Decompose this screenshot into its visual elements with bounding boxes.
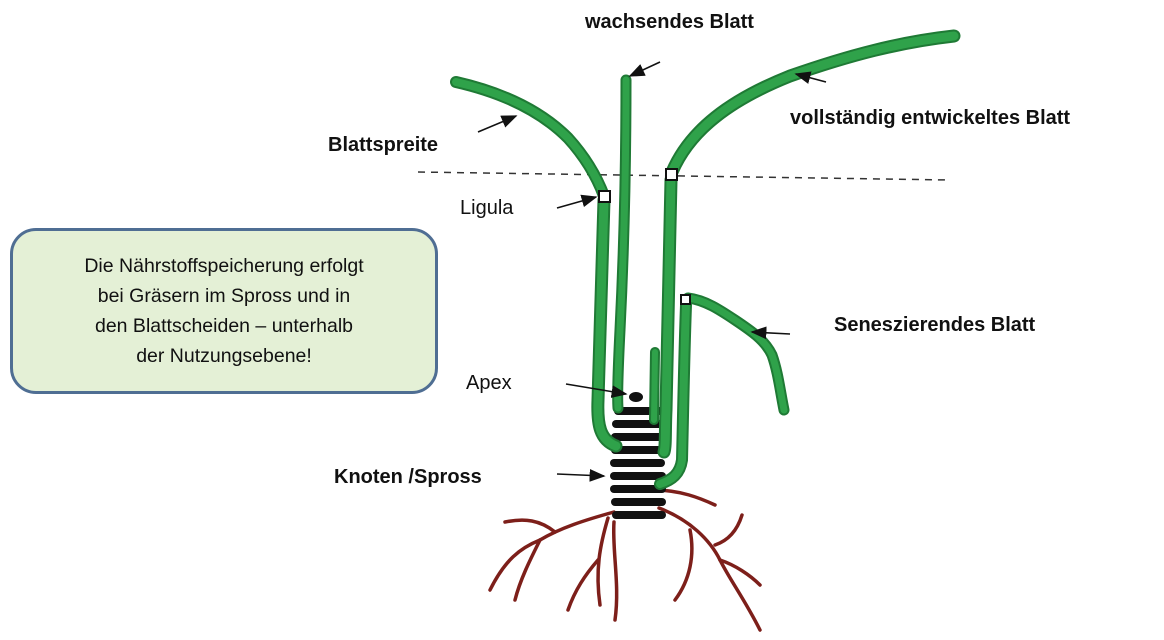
label-apex: Apex [466,373,512,393]
arrow-ligule [557,197,596,208]
ligule-marker-senescent [681,295,690,304]
label-blade: Blattspreite [328,135,438,155]
label-growing-leaf: wachsendes Blatt [585,12,754,32]
leaves [456,36,954,484]
note-line: den Blattscheiden – unterhalb [95,311,353,341]
label-ligule: Ligula [460,198,513,218]
nutrient-storage-note: Die Nährstoffspeicherung erfolgt bei Grä… [10,228,438,394]
apex-dot [629,392,643,402]
note-line: bei Gräsern im Spross und in [98,281,351,311]
note-line: Die Nährstoffspeicherung erfolgt [84,251,363,281]
arrow-nodes [557,474,604,476]
note-line: der Nutzungsebene! [136,341,312,371]
node-stack [610,407,666,519]
label-nodes: Knoten /Spross [334,467,482,487]
ligule-marker-full-leaf [666,169,677,180]
label-full-leaf: vollständig entwickeltes Blatt [790,108,1070,128]
label-senescent-leaf: Seneszierendes Blatt [834,315,1035,335]
ligule-marker-left [599,191,610,202]
arrow-blade [478,116,516,132]
arrow-growing-leaf [630,62,660,76]
cutting-level-line [418,172,950,180]
